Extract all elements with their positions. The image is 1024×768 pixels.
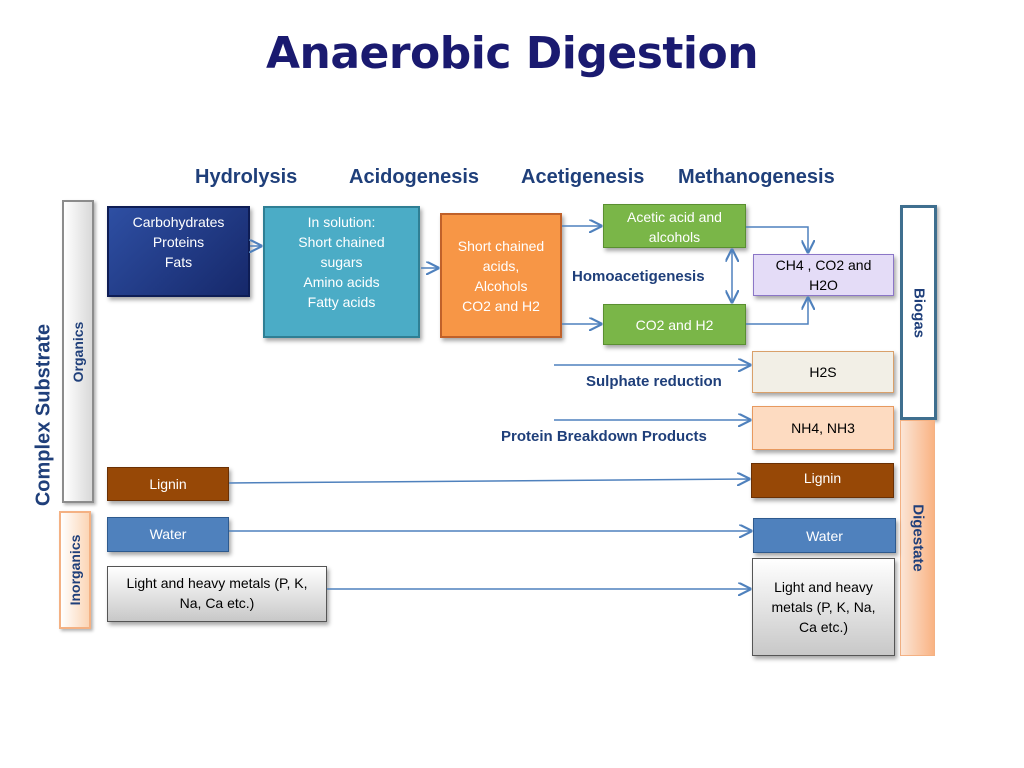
organics-bar: Organics	[62, 200, 94, 503]
arrow-acetic-to-ch4	[746, 226, 808, 252]
stage-hydrolysis: Hydrolysis	[195, 166, 298, 188]
short-chained-acids-box: Short chained acids, Alcohols CO2 and H2	[440, 213, 562, 338]
protein-breakdown-label: Protein Breakdown Products	[501, 428, 707, 445]
stage-acidogenesis: Acidogenesis	[349, 166, 480, 188]
metals-output-box: Light and heavy metals (P, K, Na, Ca etc…	[752, 558, 895, 656]
water-output-box: Water	[753, 518, 896, 553]
sulphate-reduction-label: Sulphate reduction	[586, 373, 722, 390]
page-title: Anaerobic Digestion	[265, 28, 759, 79]
h2s-box: H2S	[752, 351, 894, 393]
biogas-bar: Biogas	[900, 205, 937, 420]
stage-acetigenesis: Acetigenesis	[521, 166, 645, 188]
lignin-output-box: Lignin	[751, 463, 894, 498]
metals-input-box: Light and heavy metals (P, K, Na, Ca etc…	[107, 566, 327, 622]
co2-h2-box: CO2 and H2	[603, 304, 746, 345]
stage-methanogenesis: Methanogenesis	[678, 166, 835, 188]
water-input-box: Water	[107, 517, 229, 552]
in-solution-box: In solution: Short chained sugars Amino …	[263, 206, 420, 338]
nh4-nh3-box: NH4, NH3	[752, 406, 894, 450]
inorganics-bar: Inorganics	[59, 511, 91, 629]
acetic-acid-box: Acetic acid and alcohols	[603, 204, 746, 248]
digestate-bar: Digestate	[900, 420, 935, 656]
lignin-input-box: Lignin	[107, 467, 229, 501]
ch4-co2-h2o-box: CH4 , CO2 and H2O	[753, 254, 894, 296]
homoacetigenesis-label: Homoacetigenesis	[572, 268, 705, 285]
arrow-co2-to-ch4	[746, 298, 808, 325]
arrow-lignin	[228, 479, 749, 483]
